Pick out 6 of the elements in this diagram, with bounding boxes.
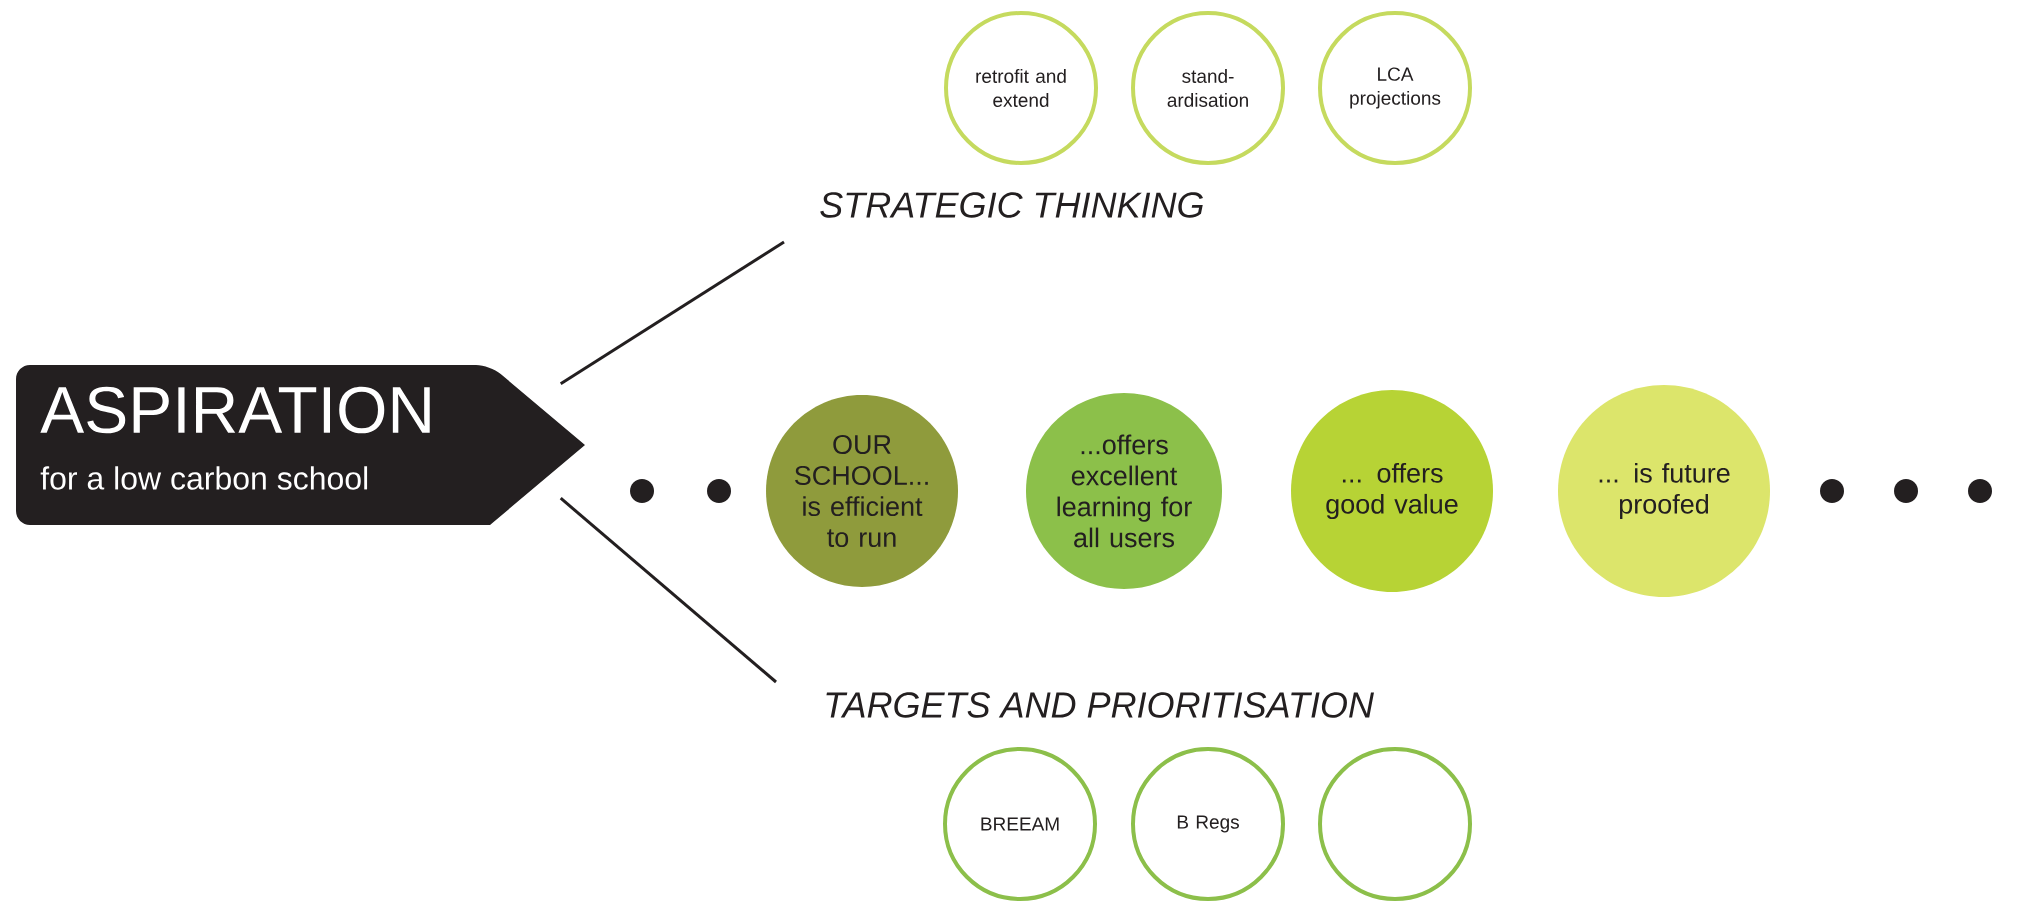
connector-line: [559, 497, 777, 684]
topic-circle: [1318, 747, 1472, 901]
arrow-banner: ASPIRATION for a low carbon school: [16, 365, 585, 525]
heading-text: STRATEGIC THINKING: [820, 192, 1203, 218]
heading-text: TARGETS AND PRIORITISATION: [826, 692, 1374, 718]
connector-line: [559, 240, 785, 386]
